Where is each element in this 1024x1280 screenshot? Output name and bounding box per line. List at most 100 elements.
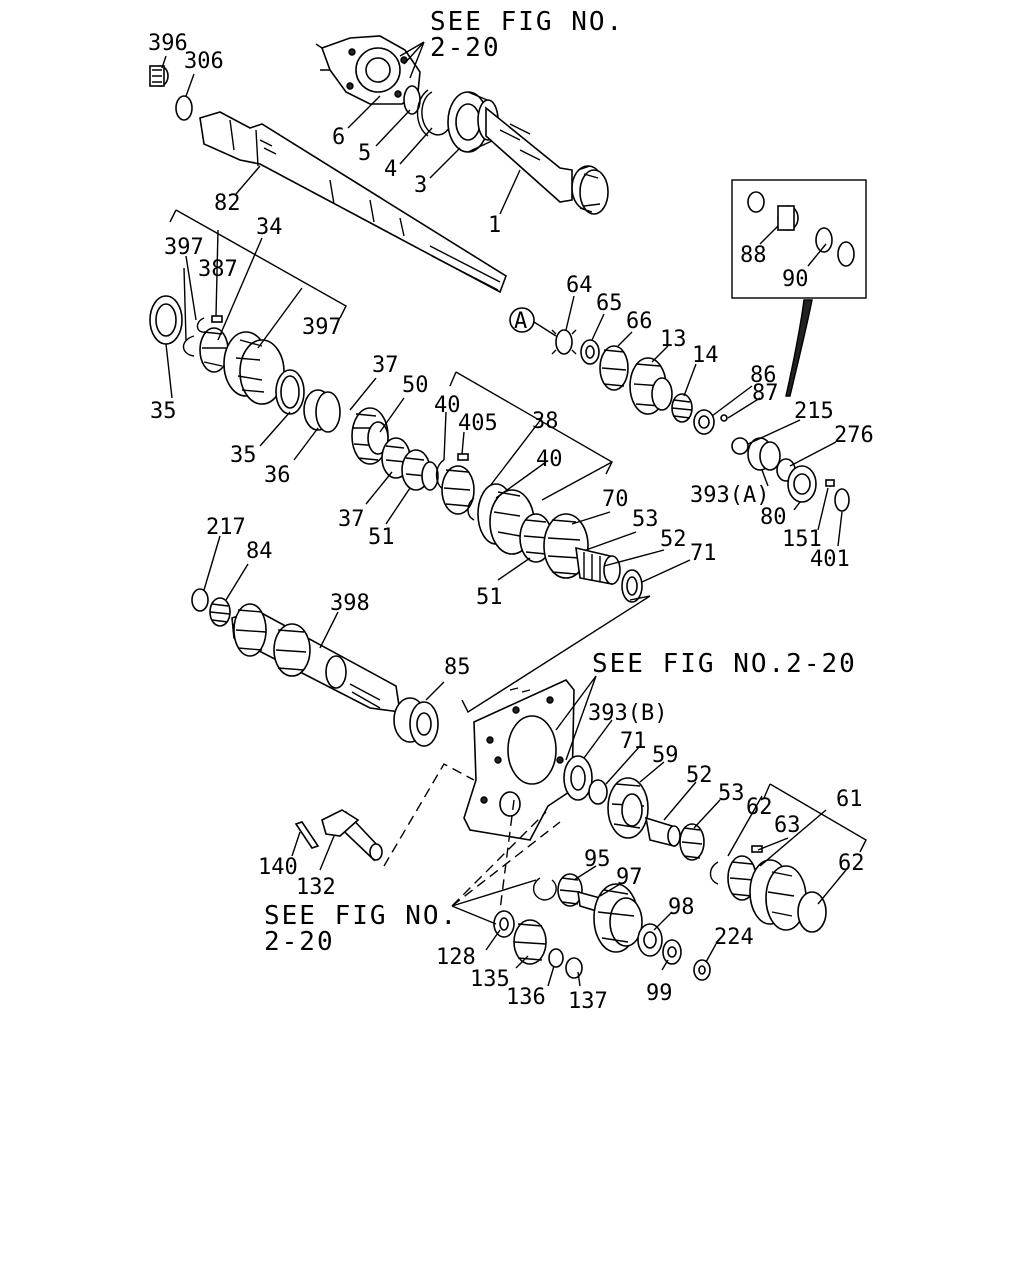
ball-87 — [720, 414, 728, 422]
label-397-right: 397 — [302, 315, 342, 340]
label-40-right: 40 — [536, 447, 563, 472]
label-71-top: 71 — [690, 541, 717, 566]
label-35-left: 35 — [150, 399, 177, 424]
label-53-bottom: 53 — [718, 781, 745, 806]
label-95: 95 — [584, 847, 611, 872]
sleeve-52 — [644, 816, 681, 848]
label-405: 405 — [458, 411, 498, 436]
gear-97 — [577, 883, 643, 953]
dashed-leaders — [383, 763, 561, 925]
key-405 — [457, 453, 469, 461]
label-14: 14 — [692, 343, 719, 368]
label-132: 132 — [296, 875, 336, 900]
label-136: 136 — [506, 985, 546, 1010]
snap-ring-397-left — [182, 317, 207, 357]
label-401: 401 — [810, 547, 850, 572]
label-70: 70 — [602, 487, 629, 512]
label-66: 66 — [626, 309, 653, 334]
label-393B: 393(B) — [588, 701, 667, 726]
label-224: 224 — [714, 925, 754, 950]
needle-bearing-396 — [149, 65, 169, 87]
housing-cover — [315, 35, 421, 105]
bearing-393B — [563, 755, 593, 801]
bearing-84 — [209, 597, 231, 627]
key-151 — [825, 479, 835, 487]
label-306: 306 — [184, 49, 224, 74]
synchro-hub-61 — [727, 855, 807, 931]
label-4: 4 — [384, 157, 397, 182]
center-plate — [463, 679, 575, 841]
label-140: 140 — [258, 855, 298, 880]
label-398: 398 — [330, 591, 370, 616]
label-34: 34 — [256, 215, 283, 240]
bearing-98 — [637, 923, 663, 957]
label-5: 5 — [358, 141, 371, 166]
bearing-393A — [747, 437, 781, 471]
inset-detail-box — [731, 179, 867, 397]
label-53-top: 53 — [632, 507, 659, 532]
label-84: 84 — [246, 539, 273, 564]
callout-A: A — [509, 307, 557, 337]
label-80: 80 — [760, 505, 787, 530]
label-82: 82 — [214, 191, 241, 216]
label-137: 137 — [568, 989, 608, 1014]
label-52-bottom: 52 — [686, 763, 713, 788]
ring-306 — [175, 95, 193, 121]
countershaft-398 — [231, 603, 401, 713]
washer-99 — [662, 939, 682, 965]
gear-51-left — [401, 449, 439, 491]
label-90: 90 — [782, 267, 809, 292]
label-51-left: 51 — [368, 525, 395, 550]
label-215: 215 — [794, 399, 834, 424]
label-393A: 393(A) — [690, 483, 769, 508]
note-middle: SEE FIG NO.2-20 — [592, 649, 857, 679]
bolt-140 — [294, 821, 320, 849]
callout-A-letter: A — [514, 309, 527, 334]
ring-36 — [303, 389, 341, 433]
label-397-top: 397 — [164, 235, 204, 260]
washer-86 — [693, 409, 715, 435]
label-1: 1 — [488, 213, 501, 238]
part-labels: 396 306 6 5 4 3 1 82 397 34 387 397 35 3… — [148, 31, 874, 1014]
snap-ring-62-left — [709, 861, 719, 885]
gear-70 — [543, 513, 589, 579]
label-59: 59 — [652, 743, 679, 768]
label-35-right: 35 — [230, 443, 257, 468]
label-98: 98 — [668, 895, 695, 920]
gear-95 — [557, 873, 583, 907]
ring-35-left — [149, 295, 183, 345]
label-62-bottom: 62 — [838, 851, 865, 876]
label-6: 6 — [332, 125, 345, 150]
gear-37 — [351, 407, 389, 465]
note-bottom-line1: SEE FIG NO. — [264, 901, 458, 931]
ring-215 — [731, 437, 749, 455]
label-38: 38 — [532, 409, 559, 434]
label-276: 276 — [834, 423, 874, 448]
label-51-right: 51 — [476, 585, 503, 610]
label-37-top: 37 — [372, 353, 399, 378]
snap-ring-95 — [533, 877, 557, 901]
bearing-137 — [565, 957, 583, 979]
nut-65 — [580, 339, 600, 365]
gear-66 — [599, 345, 629, 391]
snap-ring-40-right — [467, 497, 475, 521]
label-50: 50 — [402, 373, 429, 398]
snap-ring-4 — [416, 89, 454, 137]
label-63: 63 — [774, 813, 801, 838]
gear-135 — [513, 919, 547, 965]
label-99: 99 — [646, 981, 673, 1006]
gear-13 — [629, 357, 673, 415]
note-top-line2: 2-20 — [430, 33, 501, 63]
label-36: 36 — [264, 463, 291, 488]
ring-71-top — [621, 569, 643, 603]
label-37-bottom: 37 — [338, 507, 365, 532]
label-217: 217 — [206, 515, 246, 540]
label-13: 13 — [660, 327, 687, 352]
ring-62-right — [797, 891, 827, 933]
label-87: 87 — [752, 381, 779, 406]
label-52-top: 52 — [660, 527, 687, 552]
washer-136 — [548, 948, 564, 968]
label-86: 86 — [750, 363, 777, 388]
